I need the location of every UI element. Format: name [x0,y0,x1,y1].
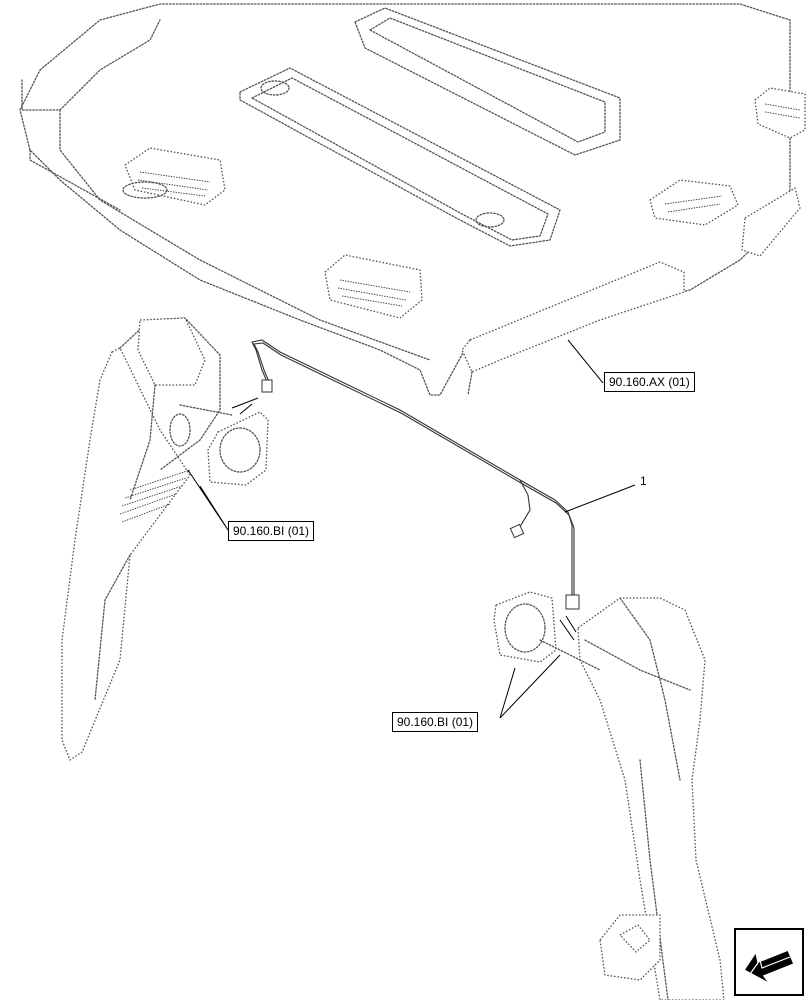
speaker-right-leader [499,654,561,719]
harness-leader [564,484,636,513]
speaker-left-axis-line [179,404,233,416]
speaker-left-insert-arrow [231,397,259,415]
left-pillar-trim [61,317,221,761]
speaker-right [493,591,557,663]
speaker-left [207,411,269,486]
callout-harness: 1 [640,474,647,488]
ref-speaker-left[interactable]: 90.160.BI (01) [228,521,315,541]
roof-liner-leader [567,339,604,384]
right-pillar-trim [577,597,725,1000]
navigation-button[interactable] [734,928,804,996]
roof-liner [19,3,806,396]
arrow-down-left-icon [742,949,795,985]
ref-roof-liner[interactable]: 90.160.AX (01) [604,372,695,392]
speaker-left-leader [187,469,229,531]
wiring-harness [251,339,580,610]
speaker-right-axis-line [539,639,601,671]
ref-speaker-right[interactable]: 90.160.BI (01) [392,712,479,732]
speaker-right-insert-arrow [559,615,577,641]
